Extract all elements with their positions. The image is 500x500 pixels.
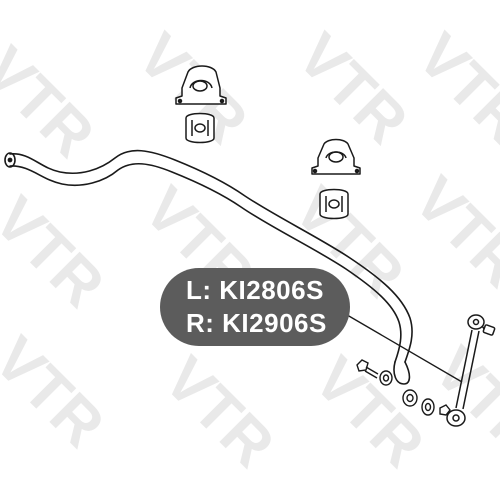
rubber-bushing [319, 188, 349, 220]
watermark-text: VTR [301, 344, 437, 480]
watermark-text: VTR [401, 164, 500, 300]
watermark-text: VTR [0, 34, 107, 170]
rubber-bushing [185, 112, 215, 144]
nut [421, 398, 451, 416]
part-number-callout: L: KI2806S R: KI2906S [160, 268, 350, 346]
bar-end-left [4, 152, 16, 168]
washer [379, 370, 418, 407]
bushing-bracket [175, 65, 227, 105]
left-part-number: L: KI2806S [186, 275, 324, 305]
watermark-text: VTR [0, 184, 117, 320]
watermark-text: VTR [0, 324, 117, 460]
bolt [356, 359, 379, 379]
right-part-number: R: KI2906S [186, 308, 327, 338]
callout-leader-line [329, 304, 463, 383]
bushing-bracket [311, 138, 361, 175]
watermark-text: VTR [404, 21, 500, 157]
stabilizer-bar [4, 149, 413, 385]
watermark-text: VTR [151, 344, 287, 480]
watermark-text: VTR [284, 21, 420, 157]
stabilizer-link [446, 314, 496, 427]
